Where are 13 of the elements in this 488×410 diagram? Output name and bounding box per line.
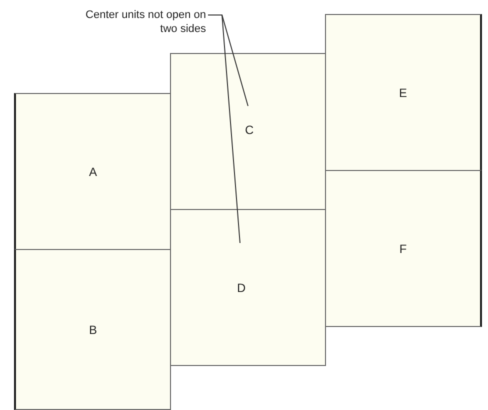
unit-box [170,53,326,210]
unit-label: C [245,123,254,137]
unit-box [325,170,482,327]
unit-box [14,93,171,250]
unit-box [325,14,482,171]
unit-label: E [398,86,407,100]
unit-label: F [399,242,407,256]
unit-label: A [88,164,97,178]
unit-box [170,209,326,366]
unit-box [14,249,171,410]
unit-label: D [237,281,246,295]
callout-note: Center units not open on two sides [70,8,206,36]
unit-label: B [88,322,97,336]
